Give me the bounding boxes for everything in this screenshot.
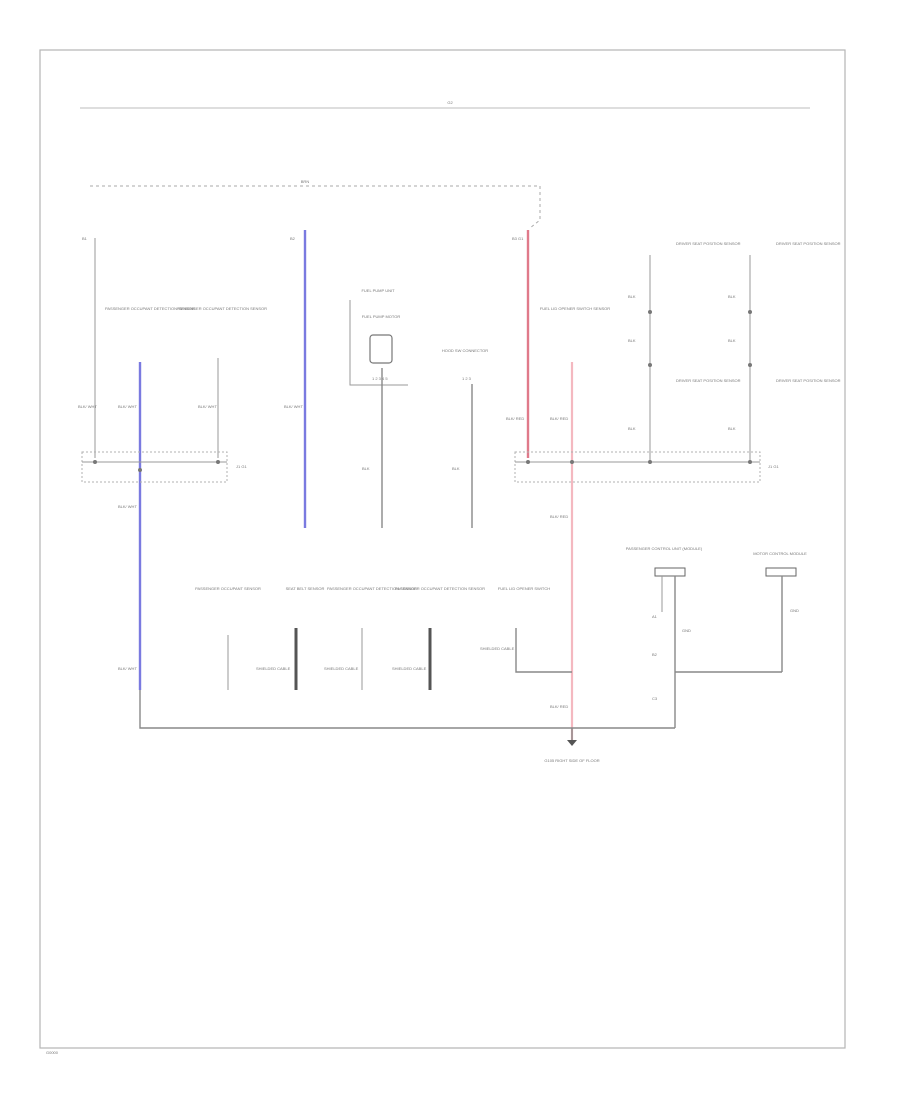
seat-wire-label-6: BLK: [728, 426, 736, 431]
junction-left-dot-3: [216, 460, 220, 464]
fuel-pump-label: FUEL PUMP MOTOR: [362, 314, 401, 319]
lower-comp-1-label: PASSENGER OCCUPANT SENSOR: [195, 586, 261, 591]
lower-comp-2-label: SEAT BELT SENSOR: [286, 586, 325, 591]
wire-fuel-pump-label: BLK: [362, 466, 370, 471]
seat-node-1: [648, 310, 652, 314]
module-box-7: [765, 567, 797, 577]
seat-wire-label-2: BLK: [728, 294, 736, 299]
header-label: G2: [447, 100, 453, 105]
hood-switch-label: HOOD SW CONNECTOR: [442, 348, 488, 353]
top-bus: [90, 185, 541, 229]
junction-right-label: J1 G1: [768, 464, 779, 469]
seat-node-2: [748, 310, 752, 314]
seat-wire-label-1: BLK: [628, 294, 636, 299]
module-pin-c: C3: [652, 696, 658, 701]
seat-switch-3-label: DRIVER SEAT POSITION SENSOR: [676, 378, 741, 383]
ground-label: G105 RIGHT SIDE OF FLOOR: [544, 758, 599, 763]
blue-wire-center-label: BLK/ WHT: [284, 404, 303, 409]
top-power-1-label: B1: [82, 236, 88, 241]
lower-comp-6-label: PASSENGER CONTROL UNIT (MODULE): [626, 546, 703, 551]
ground-symbol: [567, 740, 577, 746]
pink-wire-label-3: BLK/ RED: [550, 704, 568, 709]
junction-right-dot-4: [748, 460, 752, 464]
junction-left-dot-1: [93, 460, 97, 464]
junction-right-dot-2: [570, 460, 574, 464]
blue-wire-left-label-2: BLK/ WHT: [118, 504, 137, 509]
junction-left: [81, 451, 228, 483]
junction-right-dot-1: [526, 460, 530, 464]
seat-node-3: [648, 363, 652, 367]
fuel-pump-title: FUEL PUMP UNIT: [361, 288, 395, 293]
wire-sensor-driver-label: BLK/ WHT: [198, 404, 217, 409]
top-power-2-label: B2: [290, 236, 296, 241]
pink-wire-label: BLK/ RED: [550, 416, 568, 421]
module-box-6: [654, 567, 686, 577]
sensor-pass-label: PASSENGER OCCUPANT DETECTION SENSOR: [105, 306, 195, 311]
footer-label: G0000: [46, 1050, 59, 1055]
junction-right: [514, 451, 761, 483]
module-gnd-label: GND: [682, 628, 691, 633]
seat-switch-4-label: DRIVER SEAT POSITION SENSOR: [776, 378, 841, 383]
lower-comp-4-label: PASSENGER OCCUPANT DETECTION SENSOR: [395, 586, 485, 591]
seat-wire-label-5: BLK: [628, 426, 636, 431]
shielded-3: SHIELDED CABLE: [392, 666, 427, 671]
shielded-4: SHIELDED CABLE: [480, 646, 515, 651]
seat-wire-label-3: BLK: [628, 338, 636, 343]
fuel-pump-conn: 1 2 3 4 5: [372, 376, 388, 381]
fuel-pump-bracket: [349, 300, 408, 386]
red-wire-label: BLK/ RED: [506, 416, 524, 421]
fuel-pump-motor: [369, 334, 393, 364]
module-pin-b: B2: [652, 652, 658, 657]
top-power-3-label: B3 G1: [512, 236, 524, 241]
seat-wire-label-4: BLK: [728, 338, 736, 343]
junction-left-label: J1 G1: [236, 464, 247, 469]
page-frame: [39, 49, 846, 1049]
ground-bus: [139, 690, 675, 729]
wire-hood-switch-label: BLK: [452, 466, 460, 471]
shielded-1: SHIELDED CABLE: [256, 666, 291, 671]
wire-fuel-lid-switch: [515, 628, 572, 673]
blue-wire-left-label: BLK/ WHT: [118, 404, 137, 409]
bus-label: BRN: [301, 179, 310, 184]
sensor-driver-label: PASSENGER OCCUPANT DETECTION SENSOR: [177, 306, 267, 311]
hood-switch-pins: 1 2 3: [462, 376, 472, 381]
seat-node-4: [748, 363, 752, 367]
junction-right-dot-3: [648, 460, 652, 464]
seat-switch-1-label: DRIVER SEAT POSITION SENSOR: [676, 241, 741, 246]
junction-left-dot-2: [138, 468, 142, 472]
lower-comp-3-label: PASSENGER OCCUPANT DETECTION SENSOR: [327, 586, 417, 591]
shielded-2: SHIELDED CABLE: [324, 666, 359, 671]
pink-wire-label-2: BLK/ RED: [550, 514, 568, 519]
lower-comp-7-label: MOTOR CONTROL MODULE: [753, 551, 807, 556]
lower-comp-5-label: FUEL LID OPENER SWITCH: [498, 586, 550, 591]
wire-left-feed-label: BLK/ WHT: [78, 404, 97, 409]
module-7-gnd-label: GND: [790, 608, 799, 613]
fuel-lid-sensor-label: FUEL LID OPENER SWITCH SENSOR: [540, 306, 610, 311]
blue-wire-left-label-3: BLK/ WHT: [118, 666, 137, 671]
module-pin-a: A1: [652, 614, 658, 619]
seat-switch-2-label: DRIVER SEAT POSITION SENSOR: [776, 241, 841, 246]
